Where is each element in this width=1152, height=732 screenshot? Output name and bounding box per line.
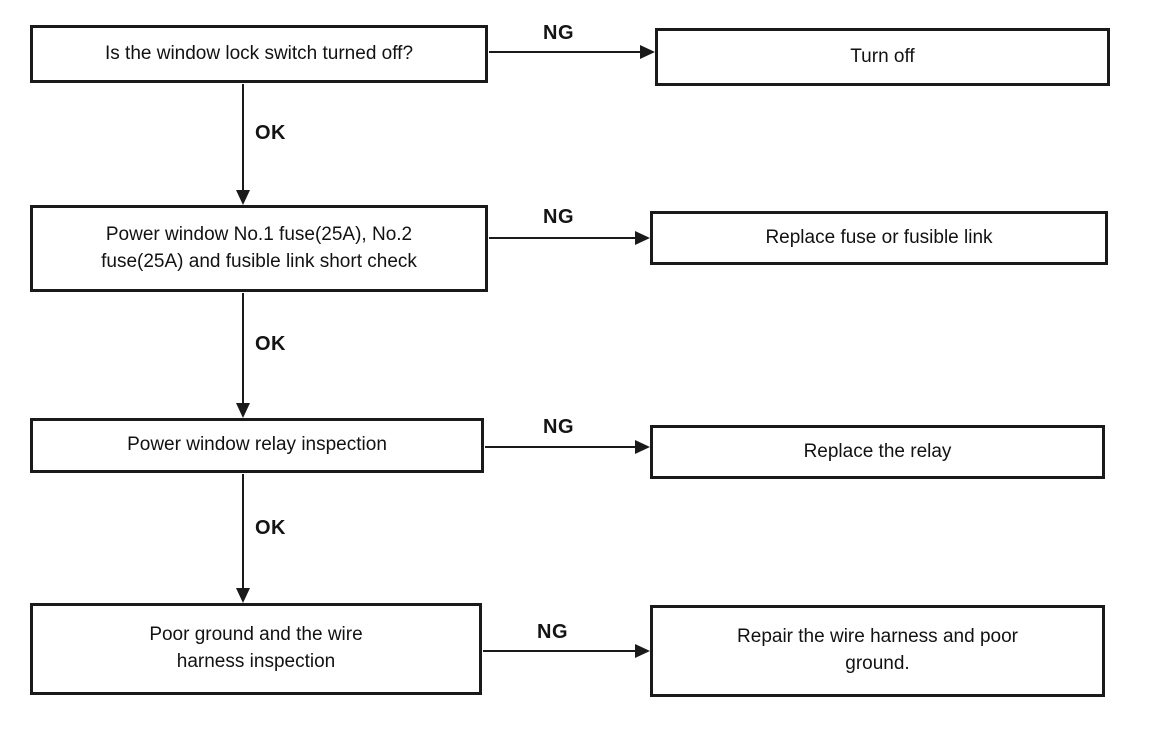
ok-connector-line-2	[242, 293, 244, 405]
ng-connector-line-3	[485, 446, 636, 448]
flow-action-label-3: Replace the relay	[803, 440, 952, 462]
arrowhead-right-icon-3	[635, 440, 650, 454]
flow-action-label-2: Replace fuse or fusible link	[765, 226, 993, 248]
ok-connector-line-1	[242, 84, 244, 192]
flow-check-label-4: Poor ground and the wire harness inspect…	[149, 624, 363, 672]
flow-action-label-4: Repair the wire harness and poor ground.	[737, 626, 1018, 674]
flow-check-box-1: Is the window lock switch turned off?	[30, 25, 488, 83]
ng-label-4: NG	[537, 621, 568, 643]
flow-check-box-4: Poor ground and the wire harness inspect…	[30, 603, 482, 695]
ng-connector-line-2	[489, 237, 636, 239]
ng-connector-line-4	[483, 650, 636, 652]
flow-check-label-1: Is the window lock switch turned off?	[104, 42, 414, 64]
flow-check-box-3: Power window relay inspection	[30, 418, 484, 473]
ok-label-3: OK	[255, 517, 286, 539]
flow-action-box-1: Turn off	[655, 28, 1110, 86]
arrowhead-right-icon-2	[635, 231, 650, 245]
ok-connector-line-3	[242, 474, 244, 590]
ok-label-2: OK	[255, 333, 286, 355]
flow-action-box-3: Replace the relay	[650, 425, 1105, 479]
flow-check-box-2: Power window No.1 fuse(25A), No.2 fuse(2…	[30, 205, 488, 292]
arrowhead-right-icon-1	[640, 45, 655, 59]
arrowhead-down-icon-3	[236, 588, 250, 603]
ng-connector-line-1	[489, 51, 641, 53]
flow-action-box-2: Replace fuse or fusible link	[650, 211, 1108, 265]
arrowhead-down-icon-2	[236, 403, 250, 418]
flow-check-label-3: Power window relay inspection	[127, 434, 387, 456]
ng-label-2: NG	[543, 206, 574, 228]
ng-label-1: NG	[543, 22, 574, 44]
flow-check-label-2: Power window No.1 fuse(25A), No.2 fuse(2…	[101, 223, 417, 272]
flow-action-box-4: Repair the wire harness and poor ground.	[650, 605, 1105, 697]
arrowhead-right-icon-4	[635, 644, 650, 658]
arrowhead-down-icon-1	[236, 190, 250, 205]
ok-label-1: OK	[255, 122, 286, 144]
flow-action-label-1: Turn off	[850, 45, 915, 67]
ng-label-3: NG	[543, 416, 574, 438]
